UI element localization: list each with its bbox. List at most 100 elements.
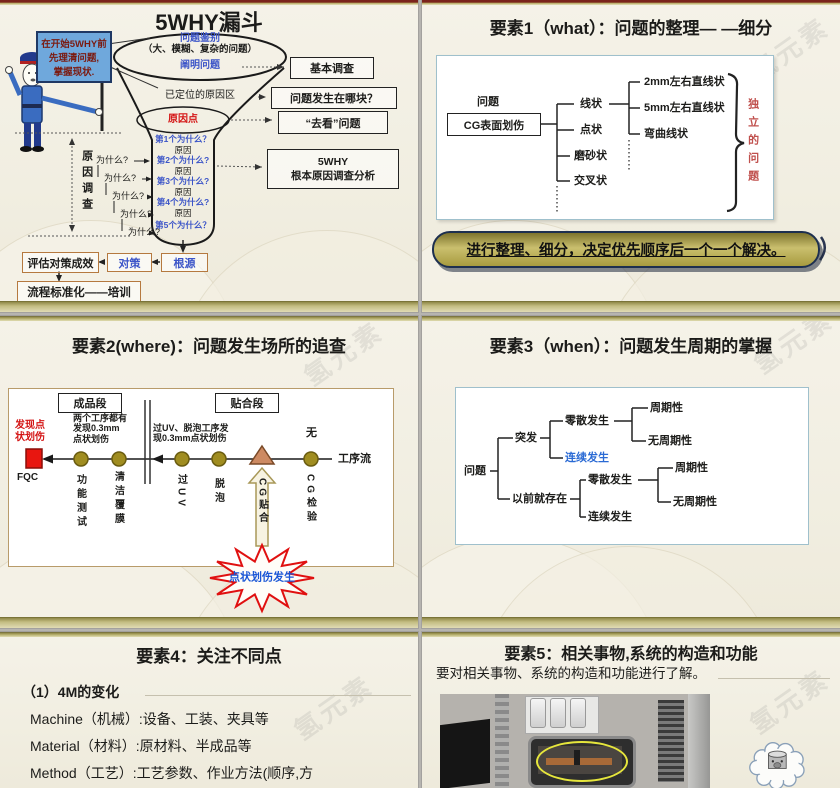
line-4m-change: （1）4M的变化	[22, 684, 120, 700]
cg-scratch-box: CG表面划伤	[447, 113, 541, 136]
box-standardize-training: 流程标准化——培训	[17, 281, 141, 302]
line-method: Method（工艺）:工艺参数、作业方法(顺序,方	[30, 765, 314, 781]
why-5: 第5个为什么？	[155, 220, 211, 230]
station-fqc: FQC	[17, 472, 39, 483]
burst-label: 点状划伤发生	[229, 571, 295, 584]
node-scatter-1: 零散发生	[565, 415, 609, 427]
highlight-ellipse	[536, 741, 628, 782]
node-continuous-1: 连续发生	[565, 452, 609, 464]
banner-echo-arc	[818, 236, 826, 261]
branch-dot: 点状	[580, 124, 602, 136]
summary-banner: 进行整理、细分，决定优先顺序后一个一个解决。	[432, 231, 820, 268]
station-function-test: 功能测试	[74, 474, 86, 530]
branch-cross: 交叉状	[574, 175, 607, 187]
diagram-panel	[436, 55, 774, 220]
slide-top-band	[422, 0, 840, 5]
why-2: 第2个为什么?	[156, 155, 210, 165]
node-existed-before: 以前就存在	[512, 493, 567, 505]
node-continuous-2: 连续发生	[588, 511, 632, 523]
cause-4: 原因	[174, 208, 192, 218]
slide-element2-where[interactable]: 氢元素 要素2(where)：问题发生场所的追查 成品段 贴合段 发现点 状划伤…	[0, 316, 418, 628]
sheep-robot-cartoon	[749, 742, 805, 788]
cause-investigation-vertical: 原因调查	[80, 150, 93, 214]
funnel-label-identify: 问题鉴别	[180, 33, 220, 44]
slide-top-band	[0, 632, 418, 637]
red-detect-square	[25, 448, 43, 469]
box-5why-analysis: 5WHY 根本原因调查分析	[267, 149, 399, 189]
slide4-title: 要素3（when）：问题发生周期的掌握	[489, 337, 773, 356]
note-uv-defoam: 过UV、脱泡工序发 现0.3mm点状划伤	[153, 423, 229, 444]
none-label: 无	[306, 427, 317, 439]
node-periodic-1: 周期性	[650, 402, 683, 414]
tree-diagram-graphics	[539, 72, 826, 261]
slide-bottom-band	[0, 617, 418, 628]
funnel-label-cause-point: 原因点	[168, 114, 198, 125]
advice-sign-text: 在开始5WHY前 先理清问题, 掌握现状.	[41, 39, 107, 78]
box-where-occurs: 问题发生在哪块？	[271, 87, 397, 109]
slide-top-band	[0, 0, 418, 5]
cause-3: 原因	[174, 187, 192, 197]
sub-branch-2mm: 2mm左右直线状	[644, 76, 725, 88]
node-aperiodic-1: 无周期性	[648, 435, 692, 447]
slide-top-band	[422, 316, 840, 321]
node-problem: 问题	[464, 465, 486, 477]
process-panel	[8, 388, 394, 567]
slide5-title: 要素4：关注不同点	[136, 647, 282, 666]
slide-top-band	[422, 632, 840, 637]
process-flow-graphics	[25, 400, 332, 614]
cause-2: 原因	[174, 166, 192, 176]
slide-top-band	[0, 316, 418, 321]
slide-bottom-band	[422, 617, 840, 628]
box-go-look: “去看”问题	[278, 111, 388, 134]
box-evaluate: 评估对策成效	[22, 252, 99, 273]
node-periodic-2: 周期性	[675, 462, 708, 474]
triangle-station	[248, 444, 276, 465]
line-material: Material（材料）:原材料、半成品等	[30, 738, 252, 754]
slide-element3-when[interactable]: 氢元素 要素3（when）：问题发生周期的掌握 问题 突发 零散发生 周期性 无…	[422, 316, 840, 628]
period-tree-graphics	[490, 407, 673, 518]
note-two-processes: 两个工序都有 发现0.3mm 点状划伤	[73, 413, 128, 444]
process-flow-label: 工序流	[338, 453, 371, 465]
cascade-why-3: 为什么?	[112, 191, 145, 201]
box-countermeasure: 对策	[107, 253, 152, 272]
divider-line	[145, 695, 411, 696]
cascade-why-1: 为什么?	[96, 155, 129, 165]
station-cg-bond: CG贴合	[256, 478, 268, 525]
independent-problems-vertical: 独立的问题	[746, 98, 759, 188]
slide-element4-differences[interactable]: 氢元素 要素4：关注不同点 （1）4M的变化 Machine（机械）:设备、工装…	[0, 632, 418, 788]
funnel-label-big-vague: （大、模糊、复杂的问题）	[142, 44, 258, 55]
slide3-title: 要素2(where)：问题发生场所的追查	[72, 337, 346, 356]
funnel-label-located-area: 已定位的原因区	[165, 90, 235, 101]
station-defoam: 脱泡	[212, 478, 224, 506]
watermark: 氢元素	[744, 663, 836, 740]
slide1-title: 5WHY漏斗	[155, 10, 263, 35]
station-clean-film: 清洁覆膜	[112, 471, 124, 527]
box-root-source: 根源	[161, 253, 208, 272]
slide6-body-text: 要对相关事物、系统的构造和功能进行了解。	[436, 666, 706, 681]
machine-photo	[440, 694, 710, 788]
funnel-diagram-graphics	[5, 33, 287, 282]
why-3: 第3个为什么?	[156, 176, 210, 186]
tree-root-label: 问题	[477, 96, 499, 108]
slide-element5-system[interactable]: 氢元素 要素5：相关事物,系统的构造和功能 要对相关事物、系统的构造和功能进行了…	[422, 632, 840, 788]
cascade-why-4: 为什么?	[120, 209, 153, 219]
branch-frosted: 磨砂状	[574, 150, 607, 162]
slide-bottom-band	[0, 301, 418, 312]
segment-finished: 成品段	[58, 393, 122, 413]
right-brace	[726, 72, 745, 213]
policeman-cartoon	[5, 52, 103, 152]
why-1: 第1个为什么？	[155, 134, 211, 144]
cause-1: 原因	[174, 145, 192, 155]
watermark: 氢元素	[288, 669, 380, 746]
box-basic-survey: 基本调查	[290, 57, 374, 79]
starburst	[209, 542, 315, 614]
box-5why-line1: 5WHY	[317, 155, 349, 168]
branch-linear: 线状	[580, 98, 602, 110]
station-uv: 过UV	[175, 474, 187, 510]
slide-element1-what[interactable]: 氢元素 要素1（what）：问题的整理— —细分 问题 CG表面划伤 线状 点状…	[422, 0, 840, 312]
slide-5why-funnel[interactable]: 5WHY漏斗	[0, 0, 418, 312]
sub-branch-curved: 弯曲线状	[644, 128, 688, 140]
segment-lamination: 贴合段	[215, 393, 279, 413]
box-5why-line2: 根本原因调查分析	[291, 169, 375, 182]
line-machine: Machine（机械）:设备、工装、夹具等	[30, 711, 269, 727]
